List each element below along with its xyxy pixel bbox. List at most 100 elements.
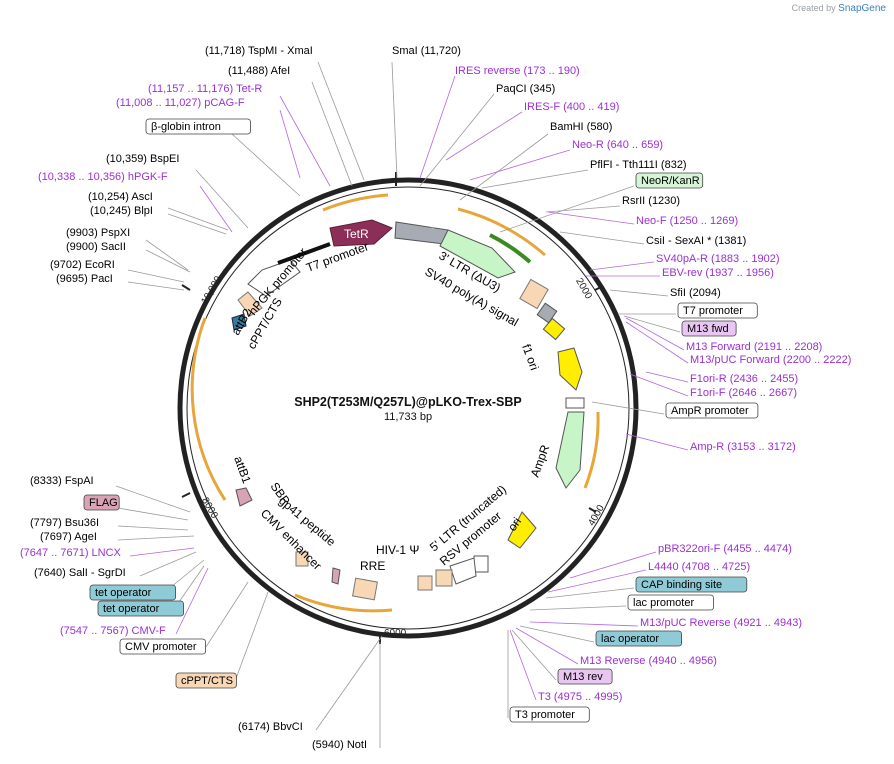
leader-line [623, 315, 681, 333]
feature-box [97, 600, 184, 617]
tick-4000 [588, 507, 597, 513]
orf-arc [583, 411, 600, 489]
leader-line [167, 207, 229, 231]
site-label: SfiI (2094) [670, 287, 721, 299]
leader-line [569, 551, 657, 579]
orf-arc [294, 593, 393, 613]
site-label: M13/pUC Reverse (4921 .. 4943) [640, 617, 802, 629]
site-label: M13 Reverse (4940 .. 4956) [580, 655, 717, 667]
ampr-arrow [555, 411, 585, 489]
leader-line [115, 485, 191, 513]
leader-line [589, 261, 655, 271]
leader-line [199, 185, 233, 233]
leader-line [231, 133, 301, 197]
snapgene-credit: Created by SnapGene [792, 3, 886, 14]
tetr-arrow [329, 219, 393, 247]
site-label: (11,008 .. 11,027) pCAG-F [116, 97, 245, 109]
attb2-block [231, 313, 247, 331]
sbp-block [235, 487, 253, 507]
site-label: M13/pUC Forward (2200 .. 2222) [690, 354, 851, 366]
tick-8000 [181, 492, 191, 498]
feature-label: attB1 [231, 454, 254, 485]
feature-label: IRES [408, 225, 436, 239]
tick-label: 2000 [573, 276, 594, 301]
site-label: (9900) SacII [66, 241, 126, 253]
leader-line [129, 547, 195, 557]
feature-box [681, 320, 737, 337]
site-label: RsrII (1230) [622, 195, 680, 207]
site-label: SV40pA-R (1883 .. 1902) [656, 253, 780, 265]
site-label: (8333) FspAI [30, 475, 94, 487]
site-label: (7697) AgeI [40, 531, 97, 543]
leader-line [391, 61, 398, 179]
feature-box [627, 594, 714, 611]
leader-line [117, 525, 189, 531]
site-label: M13 Forward (2191 .. 2208) [686, 341, 822, 353]
credit-prefix: Created by [791, 3, 836, 13]
site-label: lac operator [601, 633, 659, 645]
leader-line [515, 627, 579, 665]
feature-box [665, 402, 759, 419]
site-label: (7547 .. 7567) CMV-F [60, 625, 166, 637]
tick-2000 [594, 285, 604, 291]
ori-arrow [507, 511, 537, 549]
leader-line [117, 535, 195, 541]
site-label: IRES-F (400 .. 419) [524, 101, 619, 113]
leader-line [645, 371, 689, 383]
leader-line [499, 185, 635, 233]
plasmid-length: 11,733 bp [384, 411, 432, 423]
site-label: tet operator [95, 587, 152, 599]
leader-line [195, 169, 249, 229]
leader-line [317, 61, 365, 181]
leader-line [145, 239, 189, 271]
leader-line [175, 567, 209, 635]
site-label: T3 promoter [515, 709, 575, 721]
site-label: Neo-F (1250 .. 1269) [636, 215, 738, 227]
polya-block [536, 302, 558, 324]
feature-box [83, 494, 120, 511]
site-label: F1ori-R (2436 .. 2455) [690, 373, 798, 385]
site-label: NeoR/KanR [641, 175, 700, 187]
leader-line [609, 289, 669, 297]
leader-line [127, 281, 185, 291]
leader-line [545, 205, 621, 213]
site-label: lac promoter [633, 597, 694, 609]
leader-lines [115, 61, 689, 748]
feature-box [119, 638, 206, 655]
leader-line [629, 373, 689, 397]
feature-box [557, 668, 613, 685]
site-label: Amp-R (3153 .. 3172) [690, 441, 796, 453]
leader-line [279, 95, 331, 187]
site-label: CAP binding site [641, 579, 722, 591]
ltr-block [519, 278, 549, 310]
site-label: L4440 (4708 .. 4725) [648, 561, 750, 573]
leader-line [203, 581, 249, 651]
feature-label: f1 ori [519, 342, 541, 372]
leader-line [547, 211, 635, 225]
leader-line [511, 629, 557, 681]
site-label: (10,254) AscI [88, 191, 153, 203]
leader-line [233, 591, 269, 685]
orf-arc [457, 207, 546, 257]
credit-brand: SnapGene [838, 3, 886, 14]
leader-line [279, 109, 301, 179]
neor-arc [489, 233, 532, 264]
site-label: SmaI (11,720) [392, 45, 461, 57]
site-label: Neo-R (640 .. 659) [572, 139, 663, 151]
site-label: (9903) PspXI [66, 227, 130, 239]
tick-label: 6000 [384, 628, 407, 639]
site-label: (5940) NotI [312, 739, 367, 751]
site-label: (7647 .. 7671) LNCX [20, 547, 122, 559]
site-label: PaqCI (345) [496, 83, 555, 95]
rre-block [352, 577, 378, 601]
feature-label: ori [505, 515, 524, 534]
t7-bar [277, 242, 331, 265]
hpgk-arrow [247, 259, 301, 297]
site-label: FLAG [89, 497, 118, 509]
sv40-ori-block [542, 317, 566, 341]
leader-line [625, 317, 685, 351]
feature-box [635, 576, 748, 593]
site-label: (10,359) BspEI [106, 153, 179, 165]
site-label: CsiI - SexAI * (1381) [646, 235, 746, 247]
feature-box [175, 672, 237, 689]
